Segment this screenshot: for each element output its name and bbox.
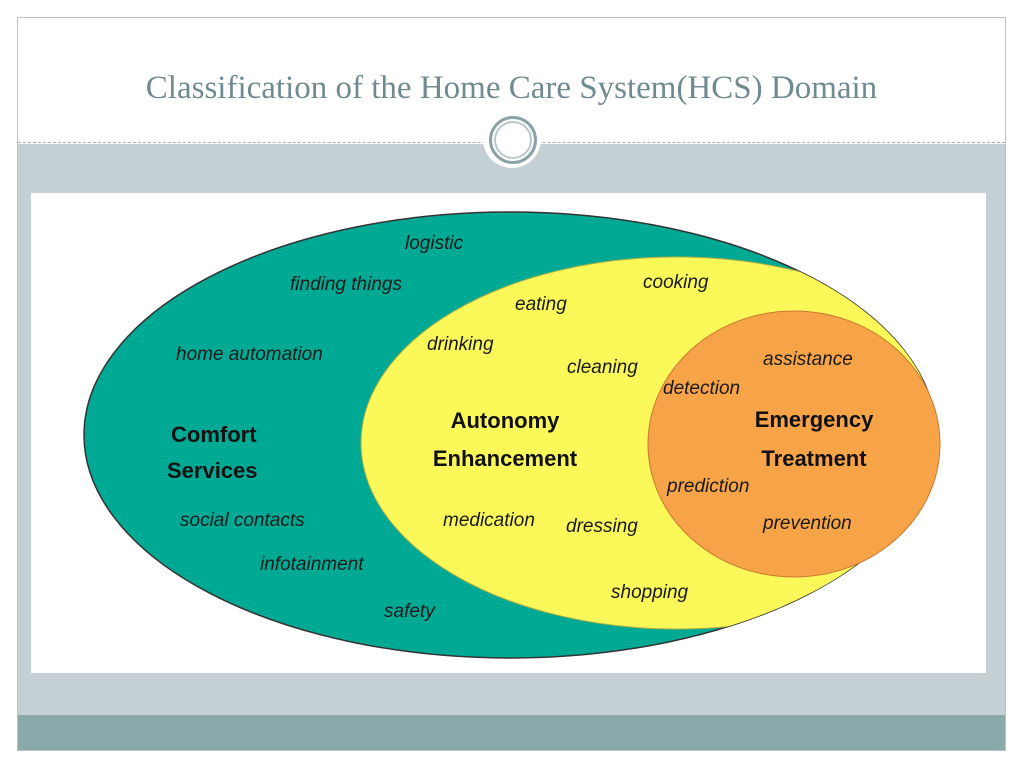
emergency-treatment-ellipse xyxy=(647,310,941,578)
slide-title: Classification of the Home Care System(H… xyxy=(145,70,878,106)
label-home-automation: home automation xyxy=(176,344,323,365)
diagram-panel: logistic finding things home automation … xyxy=(31,193,986,673)
label-social-contacts: social contacts xyxy=(180,510,305,531)
comfort-heading-line1: Comfort xyxy=(171,422,257,447)
label-shopping: shopping xyxy=(611,582,689,603)
autonomy-heading-line2: Enhancement xyxy=(433,446,578,471)
label-detection: detection xyxy=(663,378,740,399)
footer-band xyxy=(18,715,1005,750)
comfort-heading-line2: Services xyxy=(167,458,258,483)
hcs-domain-diagram: logistic finding things home automation … xyxy=(83,211,941,659)
emergency-heading-line1: Emergency xyxy=(755,407,874,432)
label-cooking: cooking xyxy=(643,272,709,293)
circle-ornament-icon xyxy=(483,110,541,168)
label-infotainment: infotainment xyxy=(260,554,364,575)
label-eating: eating xyxy=(515,294,567,315)
label-medication: medication xyxy=(443,510,535,531)
label-safety: safety xyxy=(384,601,436,622)
label-logistic: logistic xyxy=(405,233,464,254)
label-drinking: drinking xyxy=(427,334,494,355)
ring-icon xyxy=(489,116,537,164)
label-finding-things: finding things xyxy=(290,274,402,295)
label-dressing: dressing xyxy=(566,516,638,537)
autonomy-heading-line1: Autonomy xyxy=(451,408,561,433)
label-assistance: assistance xyxy=(763,349,853,370)
emergency-heading-line2: Treatment xyxy=(761,446,867,471)
slide: Classification of the Home Care System(H… xyxy=(17,17,1006,751)
label-prediction: prediction xyxy=(666,476,749,497)
label-prevention: prevention xyxy=(762,513,852,534)
label-cleaning: cleaning xyxy=(567,357,638,378)
